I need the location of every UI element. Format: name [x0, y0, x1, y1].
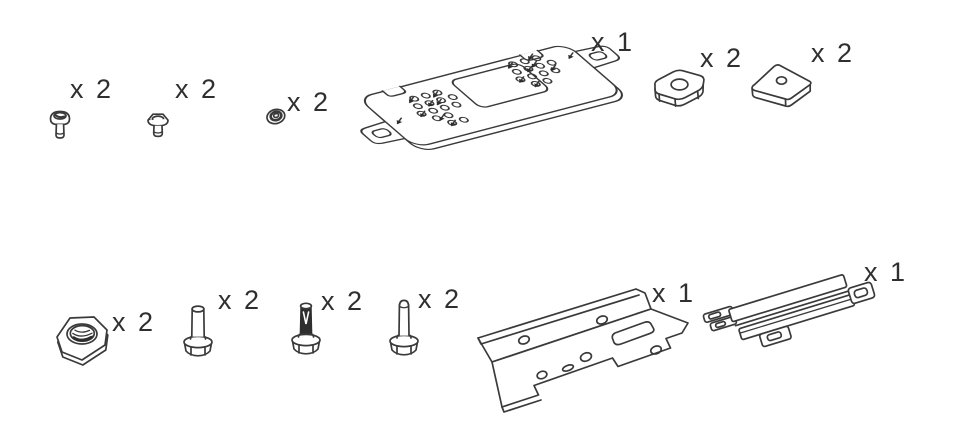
quantity-label: x 1: [864, 257, 907, 287]
hex-flange-screw-drawing: [147, 113, 169, 138]
square-nut-drawing: [653, 69, 705, 108]
quantity-label: x 2: [321, 286, 364, 316]
mounting-plate-drawing: [360, 45, 623, 150]
square-spacer-plate-drawing: [751, 64, 812, 108]
flange-bolt-threaded-drawing: [291, 302, 321, 355]
quantity-label: x 2: [175, 74, 218, 104]
rail-bracket-drawing: [702, 274, 876, 348]
quantity-label: x 2: [418, 284, 461, 314]
quantity-label: x 1: [652, 278, 695, 308]
quantity-label: x 2: [70, 74, 113, 104]
washer-grommet-drawing: [266, 108, 286, 125]
flange-bolt-long-drawing: [389, 299, 419, 356]
quantity-label: x 2: [218, 285, 261, 315]
hex-nut-drawing: [56, 316, 109, 366]
quantity-label: x 2: [700, 43, 743, 73]
l-bracket-drawing: [477, 288, 689, 413]
quantity-label: x 2: [287, 87, 330, 117]
quantity-label: x 1: [591, 27, 634, 57]
button-head-screw-drawing: [49, 110, 71, 139]
quantity-label: x 2: [112, 307, 155, 337]
quantity-label: x 2: [811, 38, 854, 68]
flange-bolt-short-drawing: [183, 305, 213, 357]
